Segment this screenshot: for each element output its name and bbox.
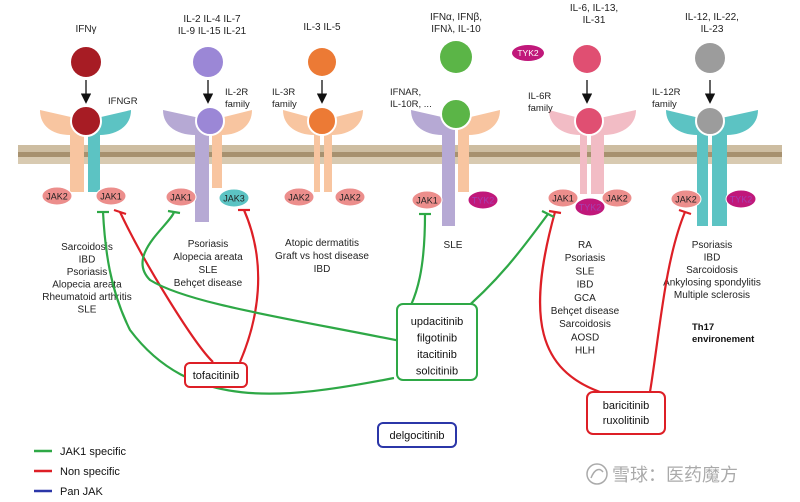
svg-text:JAK2: JAK2 bbox=[288, 193, 310, 203]
jak-oval-tyk2: TYK2 bbox=[574, 197, 606, 217]
jak-oval-jak2: JAK2 bbox=[670, 189, 702, 209]
jak-oval-jak2: JAK2 bbox=[283, 187, 315, 207]
jak-oval-tyk2: TYK2 bbox=[467, 190, 499, 210]
receptor-il6r bbox=[549, 110, 636, 194]
bound-ligands bbox=[70, 98, 725, 137]
svg-text:TYK2: TYK2 bbox=[472, 196, 495, 206]
jak-oval-tyk2: TYK2 bbox=[725, 189, 757, 209]
ligand-label-il6-family: IL-6, IL-13,IL-31 bbox=[570, 3, 618, 26]
svg-text:JAK2: JAK2 bbox=[46, 192, 68, 202]
bound-ifna bbox=[440, 98, 472, 130]
svg-text:JAK2: JAK2 bbox=[339, 193, 361, 203]
svg-text:TYK2: TYK2 bbox=[579, 203, 602, 213]
receptor-label-ifnar: IFNAR,IL-10R, ... bbox=[390, 87, 432, 110]
binding-arrows bbox=[80, 80, 716, 104]
ligand-label-il3-il5: IL-3 IL-5 bbox=[303, 22, 341, 33]
receptor-label-ifngr: IFNGR bbox=[108, 96, 138, 107]
free-tyk2-oval: TYK2 bbox=[512, 45, 544, 61]
jak-oval-jak1: JAK1 bbox=[95, 186, 127, 206]
legend-non-specific: Non specific bbox=[60, 466, 120, 478]
jak-oval-jak1: JAK1 bbox=[411, 190, 443, 210]
ligand-label-il12-family: IL-12, IL-22,IL-23 bbox=[685, 12, 739, 35]
jak-oval-jak2: JAK2 bbox=[41, 186, 73, 206]
receptor-ifnar bbox=[411, 110, 500, 226]
svg-text:JAK2: JAK2 bbox=[606, 194, 628, 204]
svg-text:TYK2: TYK2 bbox=[517, 48, 539, 58]
svg-text:tofacitinib: tofacitinib bbox=[193, 370, 239, 382]
cell-membrane bbox=[18, 145, 782, 164]
svg-text:雪球：医药魔方: 雪球：医药魔方 bbox=[612, 465, 738, 485]
svg-text:JAK3: JAK3 bbox=[223, 194, 245, 204]
legend-jak1-specific: JAK1 specific bbox=[60, 446, 127, 458]
legend-pan-jak: Pan JAK bbox=[60, 486, 103, 498]
jak-oval-jak3: JAK3 bbox=[218, 188, 250, 208]
bound-ifng bbox=[70, 105, 102, 137]
disease-list-ifnar: SLE bbox=[444, 240, 463, 251]
delgocitinib-box: delgocitinib bbox=[377, 422, 457, 448]
bound-il12 bbox=[695, 106, 725, 136]
svg-text:JAK1: JAK1 bbox=[170, 193, 192, 203]
legend: JAK1 specific Non specific Pan JAK bbox=[34, 446, 127, 498]
ligand-label-ifng: IFNγ bbox=[75, 24, 96, 35]
watermark: 雪球：医药魔方 bbox=[586, 463, 738, 485]
tofacitinib-box: tofacitinib bbox=[184, 362, 248, 388]
bound-il6 bbox=[574, 106, 604, 136]
svg-text:TYK2: TYK2 bbox=[730, 195, 753, 205]
jak-oval-jak1: JAK1 bbox=[547, 188, 579, 208]
svg-text:JAK1: JAK1 bbox=[552, 194, 574, 204]
non-specific-inhibition-lines bbox=[113, 208, 692, 394]
jak-oval-jak2: JAK2 bbox=[334, 187, 366, 207]
svg-text:JAK2: JAK2 bbox=[675, 195, 697, 205]
bound-il3 bbox=[307, 106, 337, 136]
free-ligands bbox=[71, 41, 725, 77]
jak-oval-jak1: JAK1 bbox=[165, 187, 197, 207]
bound-il2 bbox=[195, 106, 225, 136]
jak-oval-jak2: JAK2 bbox=[601, 188, 633, 208]
svg-text:JAK1: JAK1 bbox=[416, 196, 438, 206]
svg-text:JAK1: JAK1 bbox=[100, 192, 122, 202]
ligand-label-ifna: IFNα, IFNβ,IFNλ, IL-10 bbox=[430, 12, 482, 35]
svg-text:delgocitinib: delgocitinib bbox=[389, 430, 444, 442]
